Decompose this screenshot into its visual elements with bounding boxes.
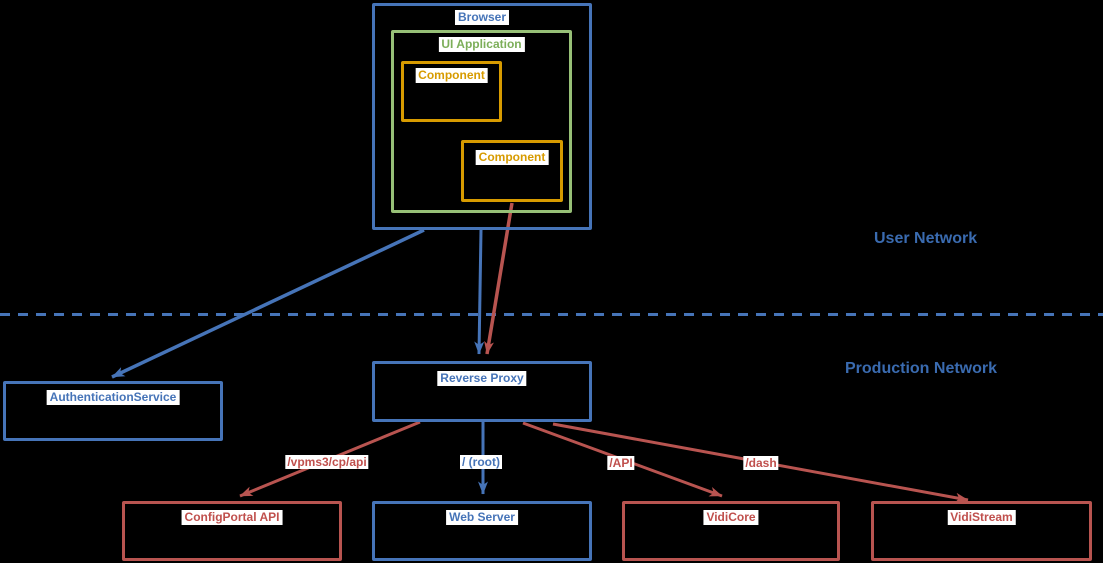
node-component-1: Component xyxy=(401,61,502,122)
user-network-label: User Network xyxy=(874,230,978,247)
node-auth-service: AuthenticationService xyxy=(3,381,223,441)
node-vidicore: VidiCore xyxy=(622,501,840,561)
node-web-server-label: Web Server xyxy=(446,510,518,525)
edge-browser-reverseproxy xyxy=(474,229,485,355)
node-ui-application: UI Application xyxy=(391,30,572,213)
node-configportal-api-label: ConfigPortal API xyxy=(181,510,283,525)
node-vidicore-label: VidiCore xyxy=(703,510,759,525)
edge-label-vpms3-cp-api: /vpms3/cp/api xyxy=(285,455,369,469)
node-auth-service-label: AuthenticationService xyxy=(46,390,180,405)
node-browser-label: Browser xyxy=(454,10,510,25)
node-reverse-proxy-label: Reverse Proxy xyxy=(437,371,527,386)
node-component-2: Component xyxy=(461,140,563,202)
node-vidistream-label: VidiStream xyxy=(947,510,1016,525)
edge-label-dash: /dash xyxy=(743,456,779,470)
production-network-label: Production Network xyxy=(845,360,998,377)
node-component-2-label: Component xyxy=(475,150,549,165)
node-configportal-api: ConfigPortal API xyxy=(122,501,342,561)
node-vidistream: VidiStream xyxy=(871,501,1092,561)
node-component-1-label: Component xyxy=(415,68,488,83)
node-web-server: Web Server xyxy=(372,501,592,561)
edge-label-root: / (root) xyxy=(460,455,502,469)
edge-label-api: /API xyxy=(607,456,635,470)
node-ui-application-label: UI Application xyxy=(438,37,525,52)
node-reverse-proxy: Reverse Proxy xyxy=(372,361,592,422)
edge-browser-authservice xyxy=(111,228,425,379)
node-browser: Browser xyxy=(372,3,592,230)
